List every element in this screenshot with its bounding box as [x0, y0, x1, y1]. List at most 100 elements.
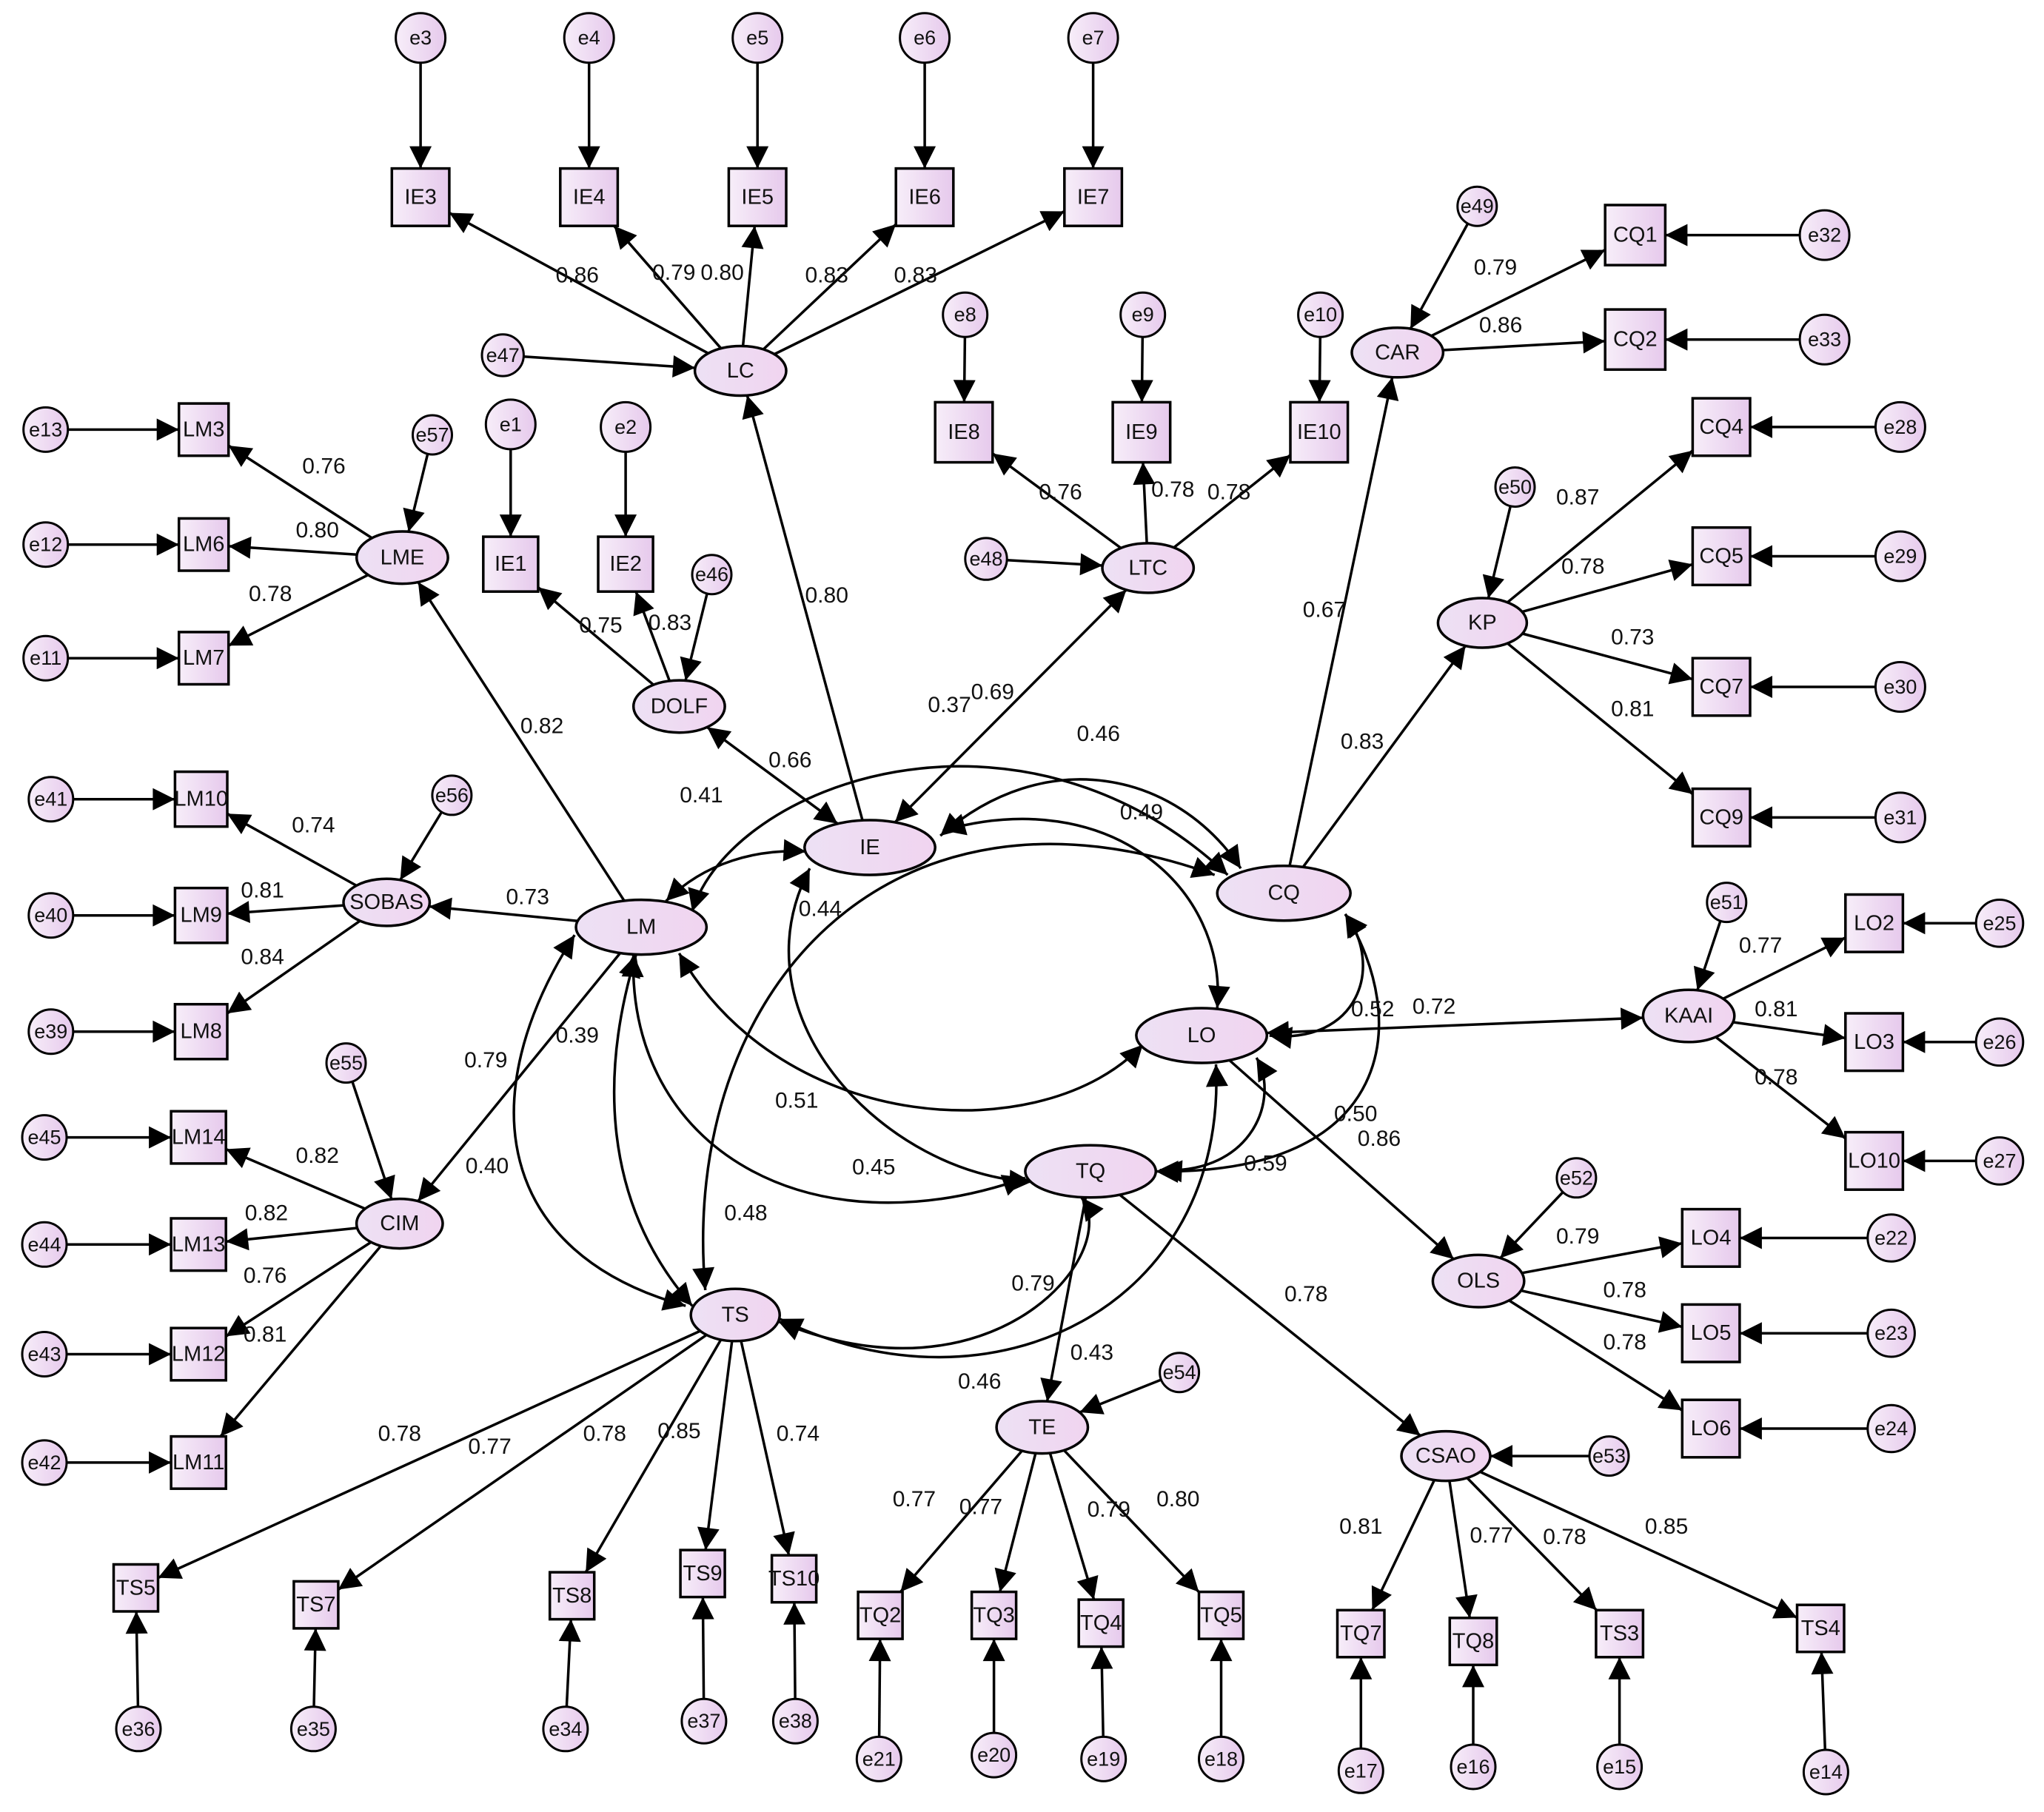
error-e23[interactable]	[1866, 1308, 1916, 1358]
error-e9[interactable]	[1119, 291, 1167, 338]
latent-lo[interactable]	[1135, 1007, 1269, 1064]
error-e28[interactable]	[1874, 400, 1926, 453]
latent-kaai[interactable]	[1641, 988, 1736, 1044]
latent-sobas[interactable]	[342, 877, 432, 927]
indicator-ie10[interactable]	[1289, 400, 1350, 464]
indicator-lm3[interactable]	[177, 402, 230, 457]
error-e42[interactable]	[21, 1439, 68, 1486]
indicator-tq4[interactable]	[1077, 1598, 1125, 1648]
indicator-cq1[interactable]	[1604, 204, 1667, 266]
latent-ts[interactable]	[689, 1287, 781, 1343]
indicator-ts10[interactable]	[770, 1554, 818, 1604]
indicator-ts7[interactable]	[292, 1580, 340, 1630]
error-e22[interactable]	[1866, 1213, 1916, 1263]
latent-kp[interactable]	[1436, 597, 1529, 649]
error-e20[interactable]	[971, 1731, 1018, 1779]
latent-cim[interactable]	[355, 1197, 444, 1250]
indicator-ts5[interactable]	[112, 1563, 160, 1613]
error-e16[interactable]	[1450, 1743, 1497, 1791]
indicator-lo6[interactable]	[1681, 1398, 1741, 1459]
error-e26[interactable]	[1974, 1017, 2025, 1067]
latent-lme[interactable]	[355, 530, 449, 585]
indicator-lm14[interactable]	[170, 1110, 227, 1165]
error-e41[interactable]	[27, 776, 75, 823]
indicator-tq7[interactable]	[1336, 1608, 1386, 1659]
error-e1[interactable]	[484, 398, 537, 451]
latent-dolf[interactable]	[631, 679, 726, 734]
indicator-ie2[interactable]	[597, 535, 654, 593]
indicator-lm9[interactable]	[173, 886, 229, 944]
error-e35[interactable]	[289, 1705, 337, 1753]
latent-csao[interactable]	[1400, 1429, 1492, 1483]
error-e37[interactable]	[680, 1697, 728, 1745]
indicator-lm8[interactable]	[173, 1002, 229, 1061]
error-e5[interactable]	[731, 12, 784, 64]
indicator-ie6[interactable]	[894, 167, 955, 227]
error-e29[interactable]	[1874, 530, 1926, 583]
indicator-cq9[interactable]	[1691, 787, 1752, 848]
indicator-lm6[interactable]	[177, 517, 230, 572]
error-e3[interactable]	[395, 12, 447, 64]
indicator-lo4[interactable]	[1681, 1207, 1741, 1268]
error-e36[interactable]	[115, 1705, 162, 1753]
indicator-cq4[interactable]	[1691, 397, 1752, 457]
error-e14[interactable]	[1802, 1748, 1849, 1796]
error-e56[interactable]	[431, 774, 473, 816]
error-e39[interactable]	[27, 1008, 75, 1056]
error-e15[interactable]	[1596, 1743, 1643, 1791]
indicator-ie4[interactable]	[559, 167, 620, 227]
error-e54[interactable]	[1159, 1352, 1201, 1394]
error-e18[interactable]	[1198, 1735, 1244, 1782]
indicator-tq3[interactable]	[970, 1590, 1018, 1640]
indicator-lm11[interactable]	[170, 1434, 227, 1490]
indicator-ie5[interactable]	[727, 167, 788, 227]
indicator-tq2[interactable]	[857, 1590, 904, 1640]
indicator-ie7[interactable]	[1063, 167, 1124, 227]
indicator-cq5[interactable]	[1691, 526, 1752, 587]
error-e34[interactable]	[542, 1705, 589, 1753]
indicator-ts3[interactable]	[1595, 1608, 1645, 1659]
indicator-tq8[interactable]	[1448, 1617, 1498, 1667]
error-e51[interactable]	[1706, 882, 1748, 924]
indicator-lo2[interactable]	[1844, 893, 1905, 953]
indicator-lm7[interactable]	[177, 631, 230, 686]
indicator-lo10[interactable]	[1844, 1130, 1905, 1191]
latent-te[interactable]	[995, 1400, 1090, 1455]
error-e31[interactable]	[1874, 791, 1926, 844]
error-e55[interactable]	[325, 1042, 367, 1084]
error-e8[interactable]	[942, 291, 989, 338]
indicator-lo3[interactable]	[1844, 1012, 1905, 1073]
error-e32[interactable]	[1798, 209, 1851, 261]
latent-tq[interactable]	[1024, 1144, 1158, 1199]
error-e57[interactable]	[412, 414, 453, 456]
error-e40[interactable]	[27, 892, 75, 939]
indicator-ts9[interactable]	[679, 1548, 726, 1599]
indicator-lm12[interactable]	[170, 1326, 227, 1382]
latent-ltc[interactable]	[1101, 542, 1196, 594]
error-e53[interactable]	[1588, 1435, 1630, 1477]
indicator-ie8[interactable]	[934, 400, 994, 464]
latent-ols[interactable]	[1431, 1253, 1526, 1309]
indicator-ie9[interactable]	[1111, 400, 1172, 464]
indicator-cq2[interactable]	[1604, 308, 1667, 372]
error-e44[interactable]	[21, 1221, 68, 1268]
indicator-lm13[interactable]	[170, 1217, 227, 1272]
error-e52[interactable]	[1555, 1157, 1598, 1199]
error-e49[interactable]	[1456, 185, 1498, 227]
latent-lc[interactable]	[693, 344, 788, 397]
error-e24[interactable]	[1866, 1403, 1916, 1454]
error-e11[interactable]	[22, 634, 70, 682]
error-e33[interactable]	[1798, 313, 1851, 366]
latent-ie[interactable]	[803, 819, 936, 876]
error-e13[interactable]	[22, 406, 70, 453]
error-e46[interactable]	[691, 554, 733, 596]
error-e48[interactable]	[964, 537, 1008, 581]
indicator-cq7[interactable]	[1691, 657, 1752, 717]
latent-cq[interactable]	[1216, 864, 1352, 922]
error-e30[interactable]	[1874, 661, 1926, 713]
indicator-lm10[interactable]	[173, 770, 229, 828]
latent-lm[interactable]	[574, 898, 708, 956]
error-e10[interactable]	[1297, 291, 1344, 338]
error-e6[interactable]	[899, 12, 951, 64]
error-e7[interactable]	[1067, 12, 1119, 64]
